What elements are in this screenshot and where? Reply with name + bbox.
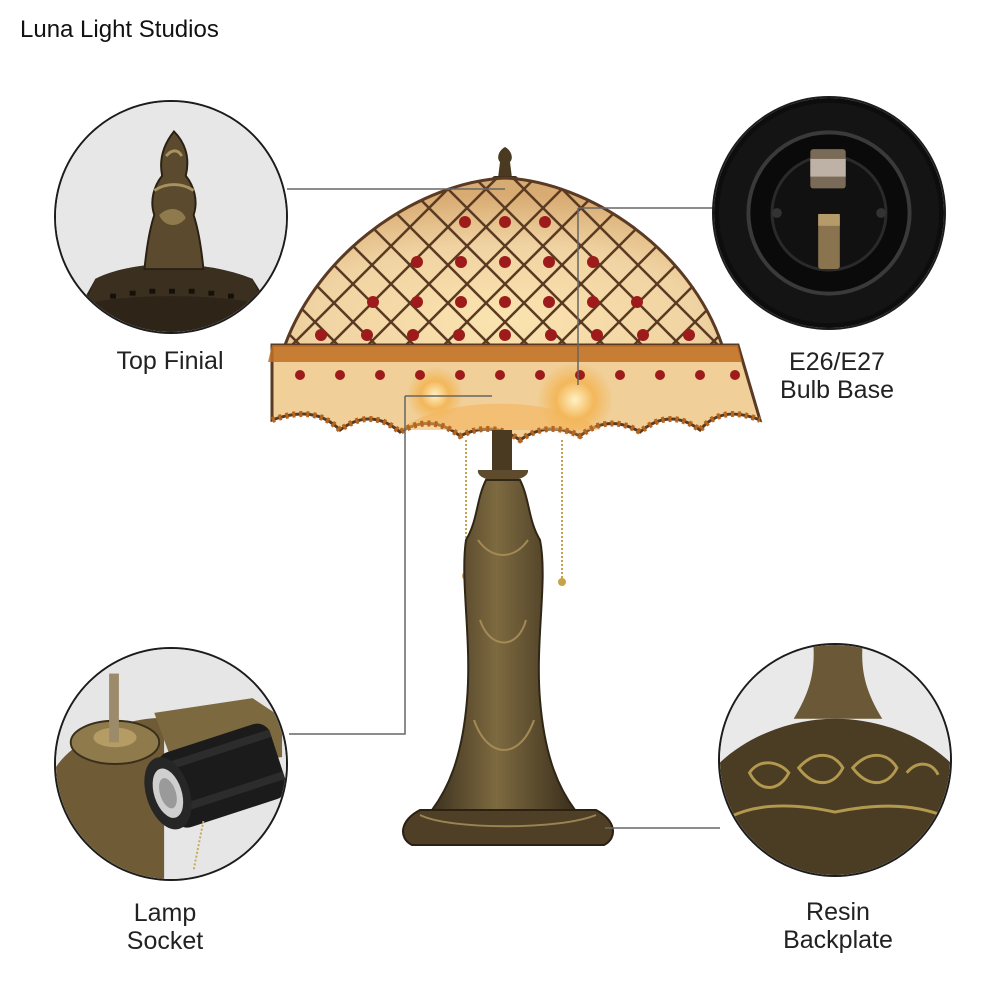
detail-resin-backplate <box>718 643 952 877</box>
caption-lamp-socket-line-1: Lamp <box>133 899 197 927</box>
caption-bulb-base-line-1: E26/E27 <box>789 348 885 376</box>
caption-resin-backplate: Resin Backplate <box>758 898 918 954</box>
brand-name: Luna Light Studios <box>20 16 219 43</box>
caption-top-finial-line-1: Top Finial <box>116 347 224 375</box>
caption-resin-backplate-line-1: Resin <box>806 898 870 926</box>
detail-lamp-socket <box>54 647 288 881</box>
caption-lamp-socket: Lamp Socket <box>90 899 240 955</box>
shade-skirt <box>268 343 763 444</box>
detail-bulb-base <box>712 96 946 330</box>
finial-closeup-image <box>56 102 286 332</box>
caption-lamp-socket-line-2: Socket <box>126 927 204 955</box>
caption-bulb-base: E26/E27 Bulb Base <box>752 348 922 404</box>
caption-bulb-base-line-2: Bulb Base <box>780 376 894 404</box>
backplate-closeup-image <box>720 645 950 875</box>
lamp-base <box>402 430 614 846</box>
caption-resin-backplate-line-2: Backplate <box>783 926 893 954</box>
caption-top-finial: Top Finial <box>90 347 250 375</box>
bulb-base-closeup-image <box>714 98 944 328</box>
lamp-socket-closeup-image <box>56 649 286 879</box>
detail-top-finial <box>54 100 288 334</box>
